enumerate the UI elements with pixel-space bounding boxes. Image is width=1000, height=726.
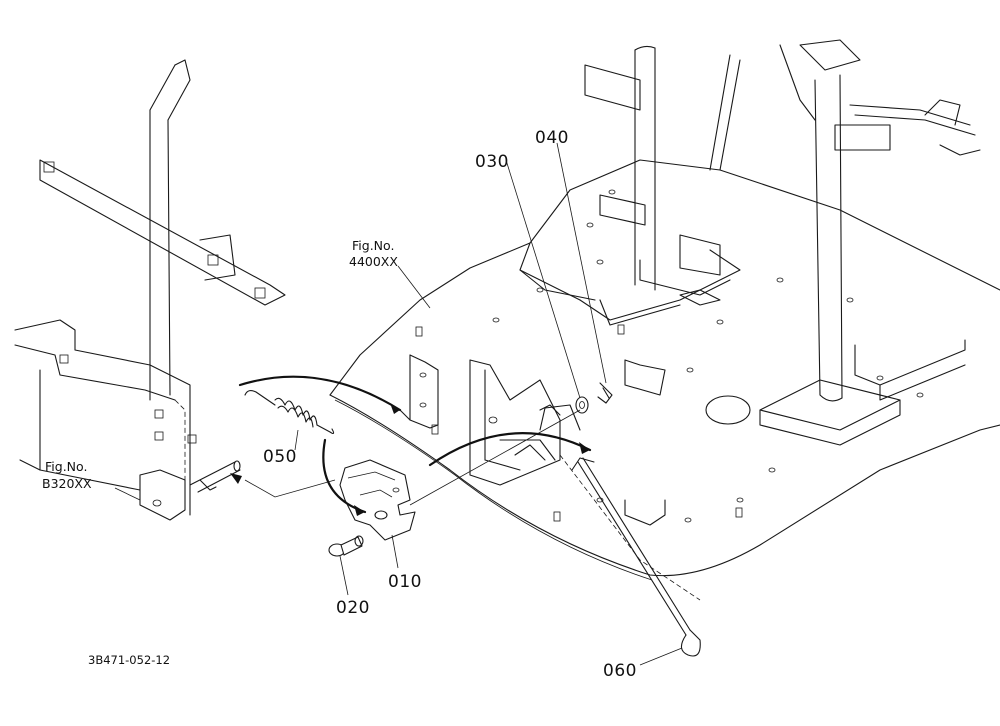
callout-060: 060 [603,661,637,681]
part-020-clevis-pin [328,535,364,557]
left-frame [14,59,286,521]
fig-ref-b-number: B320XX [42,476,92,491]
fig-ref-a-number: 4400XX [349,254,398,269]
leader-lines [114,142,683,666]
callout-020: 020 [336,598,370,618]
callout-050: 050 [263,447,297,467]
assembly-arrows [230,375,592,516]
drawing-code: 3B471-052-12 [88,653,170,667]
fig-ref-a-prefix: Fig.No. [352,238,394,253]
part-040-clip [597,382,613,404]
fig-ref-b-prefix: Fig.No. [45,459,87,474]
floor-plate [329,159,1000,581]
part-060-linkage-rod [559,454,701,657]
part-030-washer [575,396,589,414]
rear-uprights [584,39,981,446]
callout-030: 030 [475,152,509,172]
pedal-bracket [399,354,666,526]
callout-010: 010 [388,572,422,592]
part-010-lever-plate [339,459,416,541]
callout-040: 040 [535,128,569,148]
part-050-spring [244,389,335,435]
